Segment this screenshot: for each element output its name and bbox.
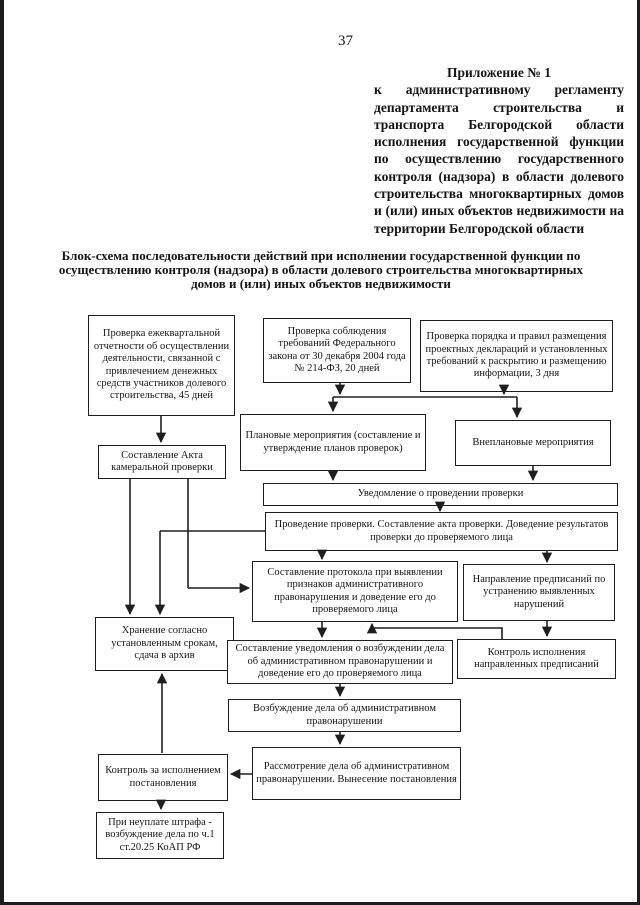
flow-node-resolution-enforcement-control: Контроль за исполнением постановления: [98, 754, 228, 801]
flow-node-unplanned-activities: Внеплановые мероприятия: [455, 420, 611, 466]
appendix-title: Приложение № 1: [447, 65, 551, 80]
flow-node-desk-audit-act: Составление Акта камеральной проверки: [98, 445, 226, 479]
appendix-body: к административному регламенту департаме…: [374, 82, 624, 236]
flow-node-inspection-execution: Проведение проверки. Составление акта пр…: [265, 512, 618, 551]
flow-node-prescriptions-control: Контроль исполнения направленных предпис…: [457, 639, 616, 679]
flow-node-archive-storage: Хранение согласно установленным срокам, …: [95, 617, 234, 671]
flow-node-prescriptions-issue: Направление предписаний по устранению вы…: [463, 564, 615, 621]
flow-node-protocol-drafting: Составление протокола при выявлении приз…: [252, 561, 458, 622]
flow-node-case-initiation: Возбуждение дела об административном пра…: [228, 699, 461, 732]
flow-node-case-consideration: Рассмотрение дела об административном пр…: [252, 747, 461, 800]
flow-node-fine-nonpayment-case: При неуплате штрафа - возбуждение дела п…: [96, 812, 224, 859]
page-number: 37: [338, 33, 353, 49]
page-scan-border-right: [637, 0, 640, 905]
page-scan-border-left: [0, 0, 4, 905]
flow-node-planned-activities: Плановые мероприятия (составление и утве…: [240, 414, 426, 471]
flow-node-quarterly-reporting-check: Проверка ежеквартальной отчетности об ос…: [88, 315, 235, 416]
flow-node-disclosure-rules-check: Проверка порядка и правил размещения про…: [420, 320, 613, 392]
appendix-block: Приложение № 1 к административному регла…: [374, 64, 624, 237]
page-scan-border-bottom: [0, 902, 640, 905]
flow-node-inspection-notice: Уведомление о проведении проверки: [263, 483, 618, 506]
flow-node-case-initiation-notice: Составление уведомления о возбуждении де…: [227, 640, 453, 684]
flow-node-fz214-compliance-check: Проверка соблюдения требований Федеральн…: [263, 318, 411, 383]
diagram-title: Блок-схема последовательности действий п…: [58, 248, 584, 291]
